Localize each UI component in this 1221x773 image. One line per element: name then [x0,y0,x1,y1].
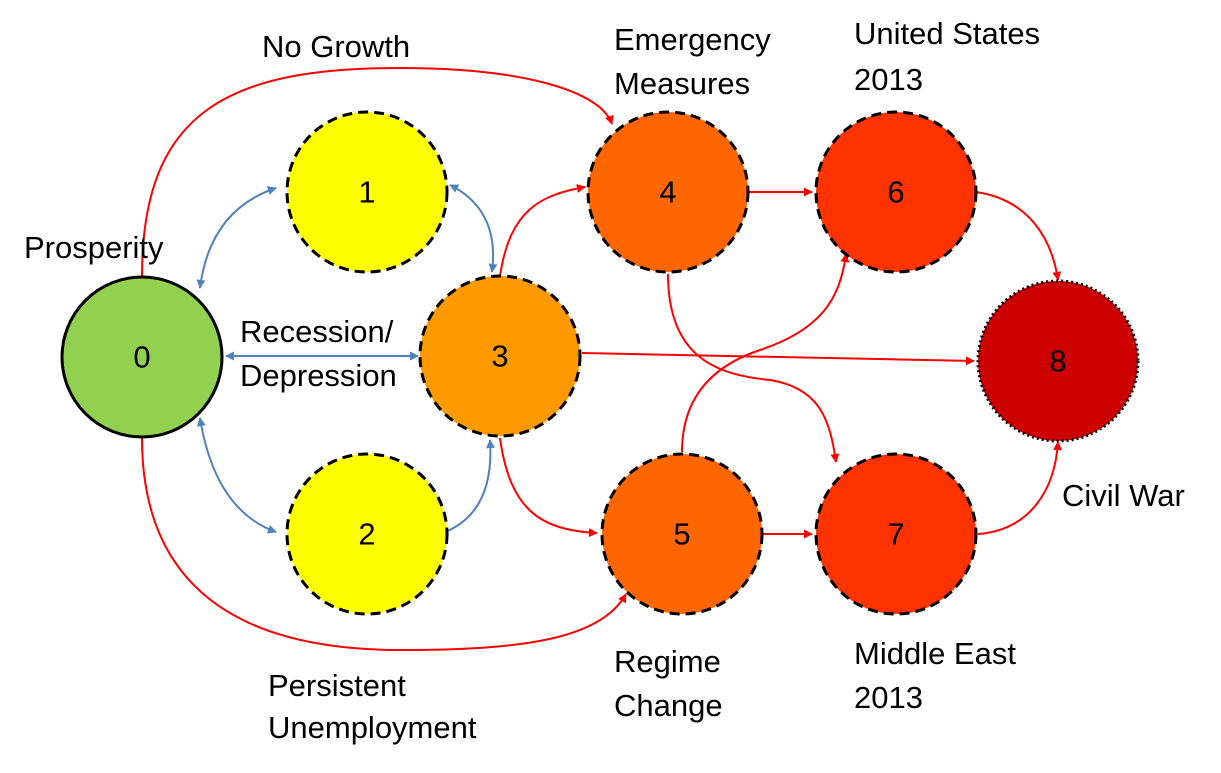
edge-0-4 [141,66,614,277]
node-1: 1 [285,110,449,274]
node-2: 2 [285,452,449,616]
label-me-2: 2013 [854,680,923,715]
label-civil-war: Civil War [1062,478,1185,513]
nodes: 0 1 2 3 4 5 6 7 [60,110,1140,616]
svg-text:1: 1 [358,175,375,210]
label-us-1: United States [854,16,1040,51]
label-regime-1: Regime [614,644,721,679]
label-us-2: 2013 [854,62,923,97]
svg-text:2: 2 [358,517,375,552]
edge-3-5 [499,437,598,538]
node-6: 6 [814,110,978,274]
svg-text:8: 8 [1049,344,1066,379]
edge-3-8 [581,352,975,366]
edge-3-4 [499,183,586,277]
node-4: 4 [586,110,750,274]
svg-text:5: 5 [673,517,690,552]
node-8: 8 [976,279,1140,443]
label-recession-2: Depression [240,358,397,393]
svg-text:6: 6 [887,175,904,210]
annotations: Prosperity No Growth Recession/ Depressi… [24,16,1185,745]
node-0: 0 [60,275,224,439]
label-no-growth: No Growth [262,29,410,64]
edge-5-6 [681,253,850,453]
svg-text:7: 7 [887,517,904,552]
svg-text:0: 0 [133,340,150,375]
edge-6-8 [975,191,1062,281]
node-7: 7 [814,452,978,616]
edge-1-3 [449,184,498,273]
blue-edges [196,184,498,536]
label-emergency-2: Measures [614,66,750,101]
label-regime-2: Change [614,688,723,723]
edge-4-7 [667,273,840,463]
label-recession-1: Recession/ [240,314,394,349]
node-3: 3 [418,274,582,438]
label-persistent-2: Unemployment [268,710,477,745]
svg-text:3: 3 [491,339,508,374]
svg-text:4: 4 [659,175,676,210]
label-me-1: Middle East [854,636,1016,671]
edge-7-8 [977,441,1062,535]
label-emergency-1: Emergency [614,22,771,57]
edge-0-1 [196,186,277,289]
edge-0-2 [196,417,277,534]
label-prosperity: Prosperity [24,230,164,265]
edge-0-5 [141,437,627,652]
red-edges [141,66,1062,652]
edge-2-3 [439,439,496,536]
node-5: 5 [600,452,764,616]
label-persistent-1: Persistent [268,668,406,703]
